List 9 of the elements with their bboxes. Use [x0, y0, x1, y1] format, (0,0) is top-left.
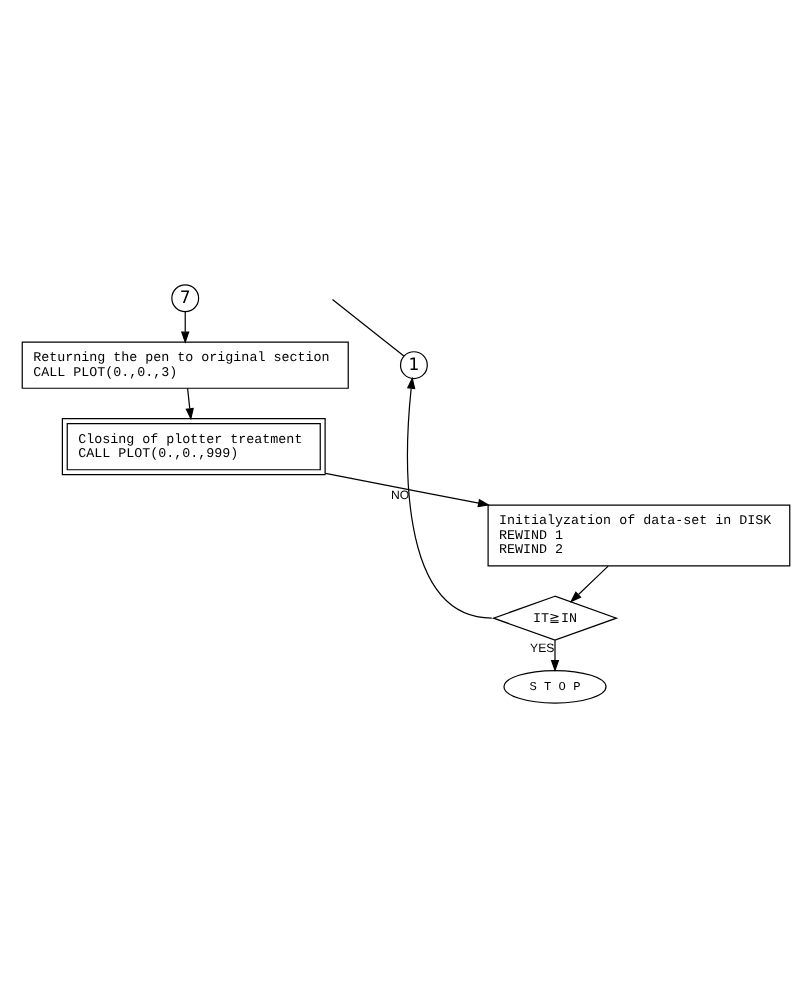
node-circle: 1: [399, 350, 428, 379]
arrow: [324, 471, 491, 507]
node-circle: 7: [171, 283, 200, 312]
arrow: [180, 310, 190, 343]
connector: [331, 297, 405, 356]
arrow: [185, 386, 194, 420]
arrow: [406, 375, 493, 618]
arrow: [569, 564, 609, 602]
arrow: [550, 638, 560, 672]
